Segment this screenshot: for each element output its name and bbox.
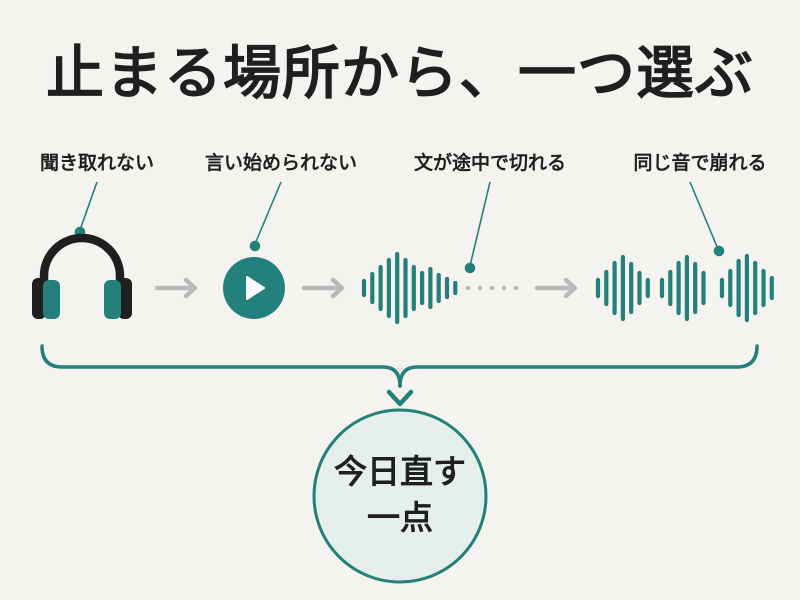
arrow-3 [534,277,578,299]
stage-label-sentence-cut: 文が途中で切れる [413,152,567,174]
waveform-trailing-dots [465,285,519,291]
pointer-line-3 [469,181,491,267]
stage-label-cannot-start: 言い始められない [204,152,358,174]
pointer-line-1 [79,181,98,231]
pointer-dot-2 [249,240,261,252]
headphones-icon [32,233,132,319]
waveform-dot [513,285,519,291]
stage-label-cannot-hear: 聞き取れない [39,152,155,174]
result-line-2: 一点 [367,498,433,537]
play-button-icon [223,257,285,319]
waveform-dot [489,285,495,291]
merge-arrow-head [386,389,414,407]
result-circle [312,408,488,584]
flow-arrows [154,277,578,299]
stage-label-same-sound: 同じ音で崩れる [633,152,767,174]
arrow-1 [154,277,198,299]
arrow-2 [301,277,345,299]
merge-bracket [40,344,759,388]
waveform-dot [501,285,507,291]
page-title: 止まる場所から、一つ選ぶ [45,39,754,107]
result-line-1: 今日直す [334,452,466,491]
repeated-waveform-icon [595,253,774,323]
pointer-dot-3 [464,262,476,274]
pointer-line-2 [254,181,282,245]
waveform-cut-off-icon [361,251,458,325]
pointer-lines [74,181,725,274]
waveform-dot [465,285,471,291]
waveform-dot [477,285,483,291]
pointer-dot-4 [713,245,725,257]
pointer-line-4 [689,181,719,250]
